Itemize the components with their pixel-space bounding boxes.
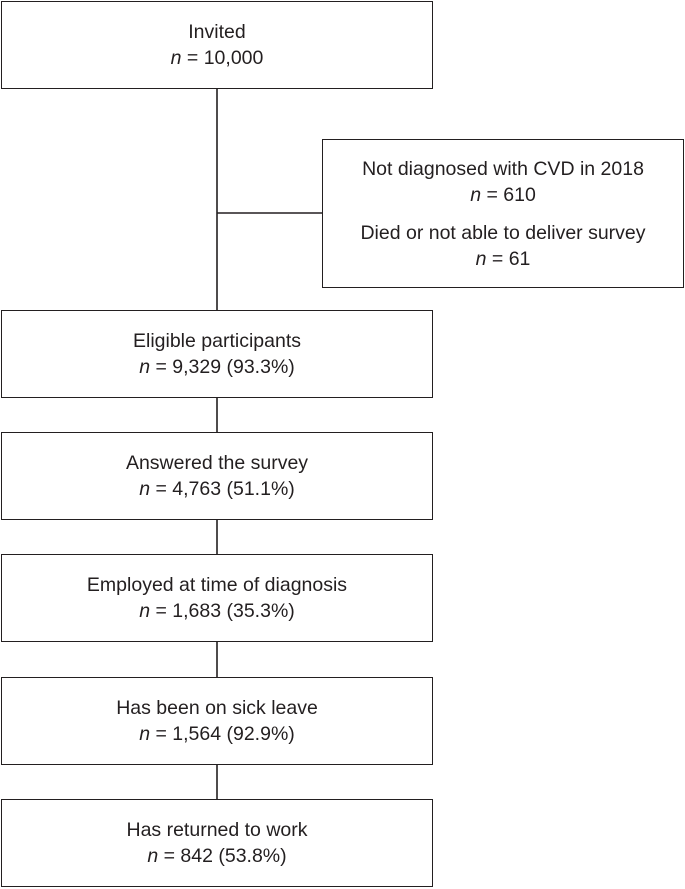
n-symbol: n — [139, 478, 151, 500]
n-symbol: n — [147, 845, 159, 867]
eligible-box: Eligible participants n = 9,329 (93.3%) — [1, 310, 433, 398]
invited-count-line: n = 10,000 — [171, 45, 264, 71]
employed-box: Employed at time of diagnosis n = 1,683 … — [1, 554, 433, 642]
n-symbol: n — [170, 47, 182, 69]
returned-label: Has returned to work — [126, 819, 308, 841]
employed-label: Employed at time of diagnosis — [86, 574, 348, 596]
answered-label: Answered the survey — [125, 452, 309, 474]
not-diagnosed-count-line: n = 610 — [470, 182, 536, 208]
n-symbol: n — [139, 600, 151, 622]
invited-label: Invited — [188, 21, 246, 43]
returned-to-work-box: Has returned to work n = 842 (53.8%) — [1, 799, 433, 887]
not-diagnosed-label: Not diagnosed with CVD in 2018 — [362, 157, 644, 180]
n-symbol: n — [475, 247, 487, 270]
sick-leave-label: Has been on sick leave — [116, 697, 318, 719]
died-label: Died or not able to deliver survey — [360, 221, 646, 244]
n-symbol: n — [139, 723, 151, 745]
n-symbol: n — [139, 356, 151, 378]
eligible-label: Eligible participants — [132, 330, 301, 352]
eligible-count: = 9,329 (93.3%) — [150, 356, 295, 378]
returned-count: = 842 (53.8%) — [158, 845, 287, 867]
answered-count-line: n = 4,763 (51.1%) — [139, 476, 295, 502]
not-diagnosed-count: = 610 — [481, 183, 536, 206]
n-symbol: n — [470, 183, 482, 206]
invited-count: = 10,000 — [181, 47, 264, 69]
employed-count-line: n = 1,683 (35.3%) — [139, 598, 295, 624]
employed-count: = 1,683 (35.3%) — [150, 600, 295, 622]
exclusions-box: Not diagnosed with CVD in 2018 n = 610 D… — [322, 139, 684, 288]
sick-leave-box: Has been on sick leave n = 1,564 (92.9%) — [1, 677, 433, 765]
died-count: = 61 — [486, 247, 531, 270]
answered-count: = 4,763 (51.1%) — [150, 478, 295, 500]
sick-leave-count-line: n = 1,564 (92.9%) — [139, 721, 295, 747]
sick-leave-count: = 1,564 (92.9%) — [150, 723, 295, 745]
answered-box: Answered the survey n = 4,763 (51.1%) — [1, 432, 433, 520]
returned-count-line: n = 842 (53.8%) — [147, 843, 286, 869]
invited-box: Invited n = 10,000 — [1, 1, 433, 89]
eligible-count-line: n = 9,329 (93.3%) — [139, 354, 295, 380]
died-count-line: n = 61 — [476, 246, 531, 272]
